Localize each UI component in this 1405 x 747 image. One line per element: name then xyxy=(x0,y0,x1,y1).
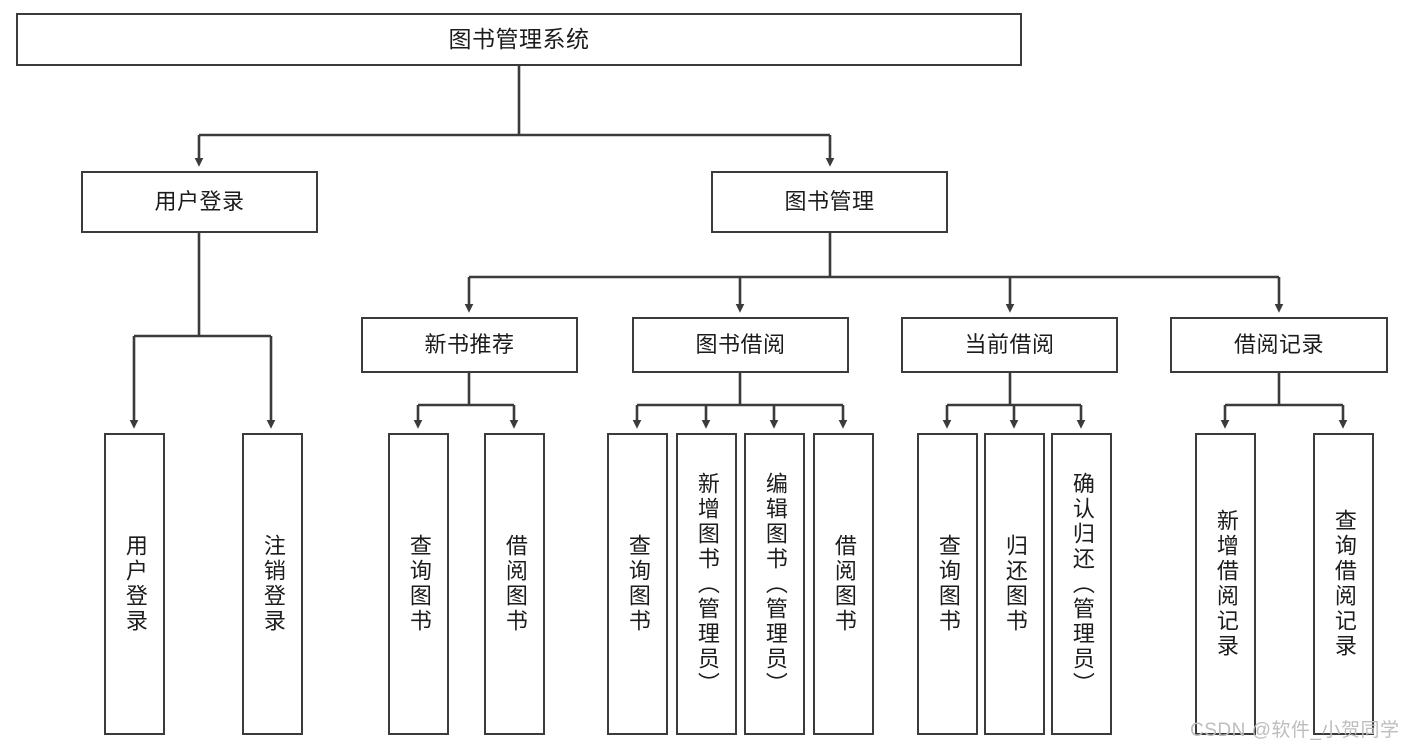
node-leaf-edit-book-label: 编辑图书（管理员） xyxy=(762,471,788,697)
node-leaf-add-book-label: 新增图书（管理员） xyxy=(694,471,720,697)
node-leaf-user-login-label: 用户登录 xyxy=(122,534,148,634)
node-book-borrow-label: 图书借阅 xyxy=(695,331,786,357)
node-leaf-add-book[interactable]: 新增图书（管理员） xyxy=(676,433,737,735)
node-leaf-confirm-return-label: 确认归还（管理员） xyxy=(1069,471,1095,697)
node-new-book-recommend-label: 新书推荐 xyxy=(424,331,515,357)
csdn-watermark: CSDN @软件_小贺同学 xyxy=(1190,720,1400,741)
node-borrow-record[interactable]: 借阅记录 xyxy=(1170,317,1388,373)
node-leaf-logout-login-label: 注销登录 xyxy=(260,534,286,634)
node-book-borrow[interactable]: 图书借阅 xyxy=(632,317,849,373)
node-root[interactable]: 图书管理系统 xyxy=(16,13,1022,66)
node-current-borrow[interactable]: 当前借阅 xyxy=(901,317,1118,373)
node-leaf-query-book-3[interactable]: 查询图书 xyxy=(917,433,978,735)
node-leaf-user-login[interactable]: 用户登录 xyxy=(104,433,165,735)
node-root-label: 图书管理系统 xyxy=(448,25,590,52)
node-user-login[interactable]: 用户登录 xyxy=(81,171,318,233)
node-leaf-confirm-return[interactable]: 确认归还（管理员） xyxy=(1051,433,1112,735)
node-leaf-query-book-3-label: 查询图书 xyxy=(935,534,961,634)
node-borrow-record-label: 借阅记录 xyxy=(1233,331,1324,357)
node-leaf-borrow-book-2-label: 借阅图书 xyxy=(831,534,857,634)
node-leaf-borrow-book-2[interactable]: 借阅图书 xyxy=(813,433,874,735)
node-user-login-label: 用户登录 xyxy=(154,188,245,214)
node-leaf-query-book-2-label: 查询图书 xyxy=(625,534,651,634)
node-leaf-borrow-book-1[interactable]: 借阅图书 xyxy=(484,433,545,735)
node-leaf-edit-book[interactable]: 编辑图书（管理员） xyxy=(744,433,805,735)
node-leaf-return-book-label: 归还图书 xyxy=(1002,534,1028,634)
node-leaf-add-record-label: 新增借阅记录 xyxy=(1213,509,1239,659)
node-book-manage[interactable]: 图书管理 xyxy=(711,171,948,233)
node-leaf-query-book-1[interactable]: 查询图书 xyxy=(388,433,449,735)
node-leaf-query-book-2[interactable]: 查询图书 xyxy=(607,433,668,735)
node-leaf-query-record-label: 查询借阅记录 xyxy=(1331,509,1357,659)
node-leaf-query-book-1-label: 查询图书 xyxy=(406,534,432,634)
node-current-borrow-label: 当前借阅 xyxy=(964,331,1055,357)
node-new-book-recommend[interactable]: 新书推荐 xyxy=(361,317,578,373)
node-leaf-logout-login[interactable]: 注销登录 xyxy=(242,433,303,735)
node-leaf-borrow-book-1-label: 借阅图书 xyxy=(502,534,528,634)
node-leaf-query-record[interactable]: 查询借阅记录 xyxy=(1313,433,1374,735)
node-leaf-add-record[interactable]: 新增借阅记录 xyxy=(1195,433,1256,735)
node-book-manage-label: 图书管理 xyxy=(784,188,875,214)
node-leaf-return-book[interactable]: 归还图书 xyxy=(984,433,1045,735)
